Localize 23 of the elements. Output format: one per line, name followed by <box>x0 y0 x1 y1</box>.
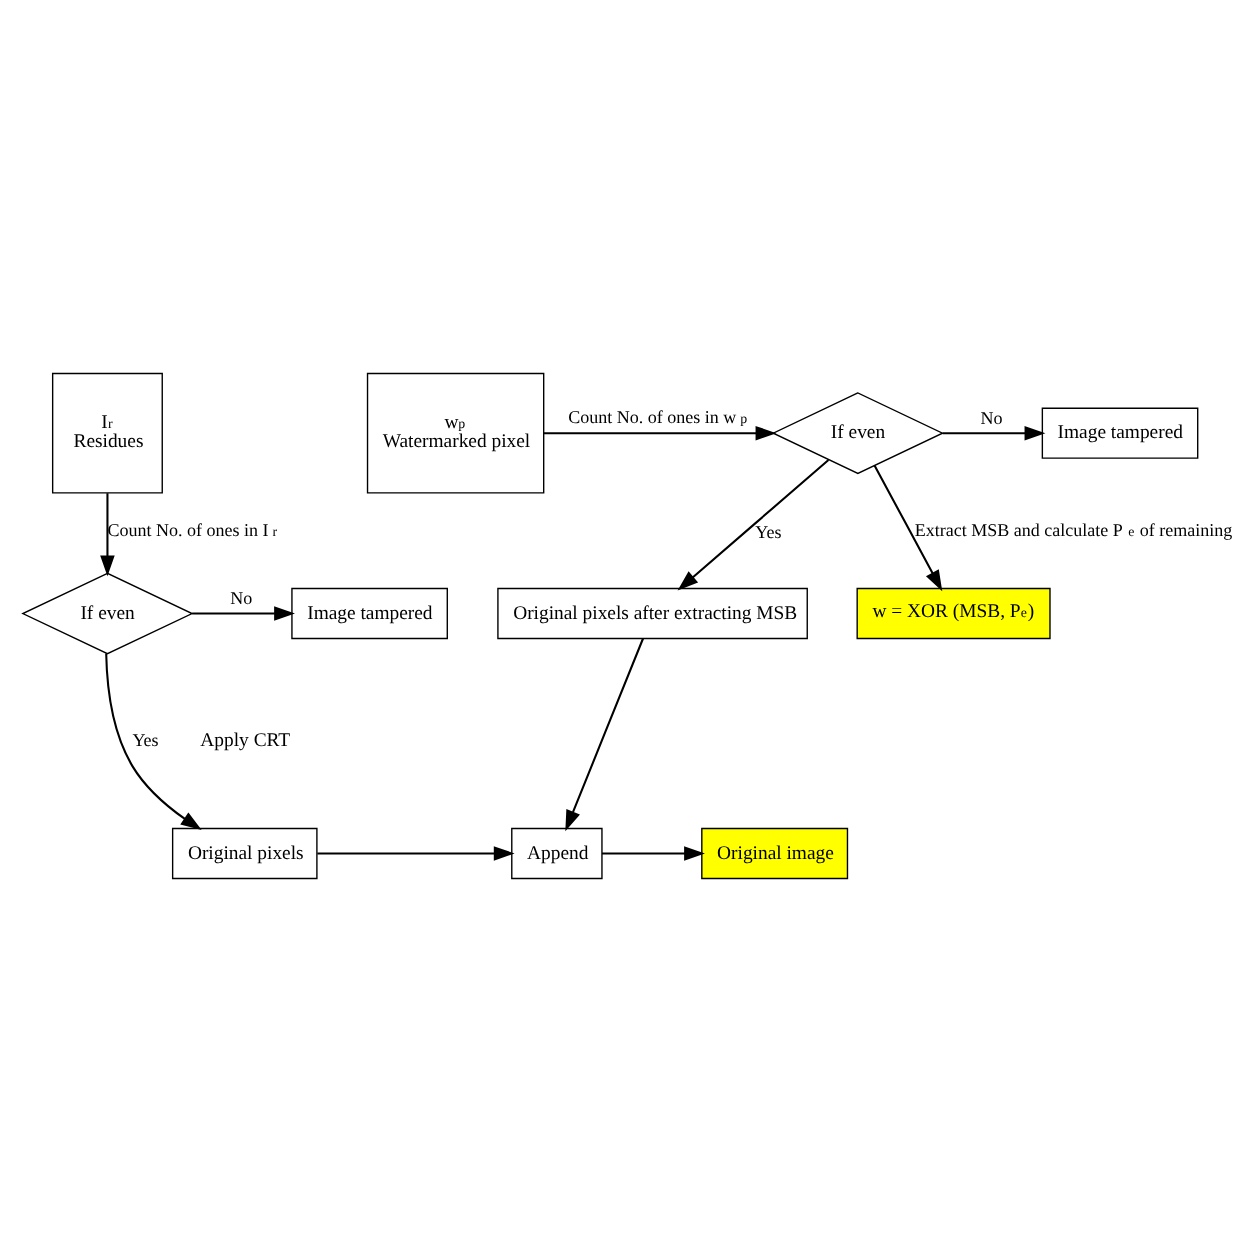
node-box: Original pixels after extracting MSB <box>497 586 808 639</box>
label: Apply CRT <box>200 729 291 752</box>
node-box: Image tampered <box>291 586 448 639</box>
arrow <box>543 424 777 440</box>
arrow <box>100 492 115 576</box>
node-diamond: If even <box>771 391 945 474</box>
node-diamond: If even <box>21 571 194 654</box>
edge-label: Yes <box>755 520 782 541</box>
edge-label: No <box>980 407 1003 428</box>
arrow <box>192 605 295 620</box>
edge-label: Yes <box>132 728 159 749</box>
arrow <box>565 637 644 831</box>
node-box: Append <box>511 826 603 879</box>
node-box: Original pixels <box>171 826 318 879</box>
node-box: Image tampered <box>1041 406 1199 458</box>
arrow <box>873 464 943 591</box>
edge-label: No <box>230 587 253 608</box>
arrow <box>317 845 515 860</box>
arrow <box>105 652 202 829</box>
arrow <box>677 458 830 590</box>
node-box: Original image <box>701 826 849 879</box>
arrow <box>601 845 705 860</box>
arrow <box>942 424 1046 440</box>
